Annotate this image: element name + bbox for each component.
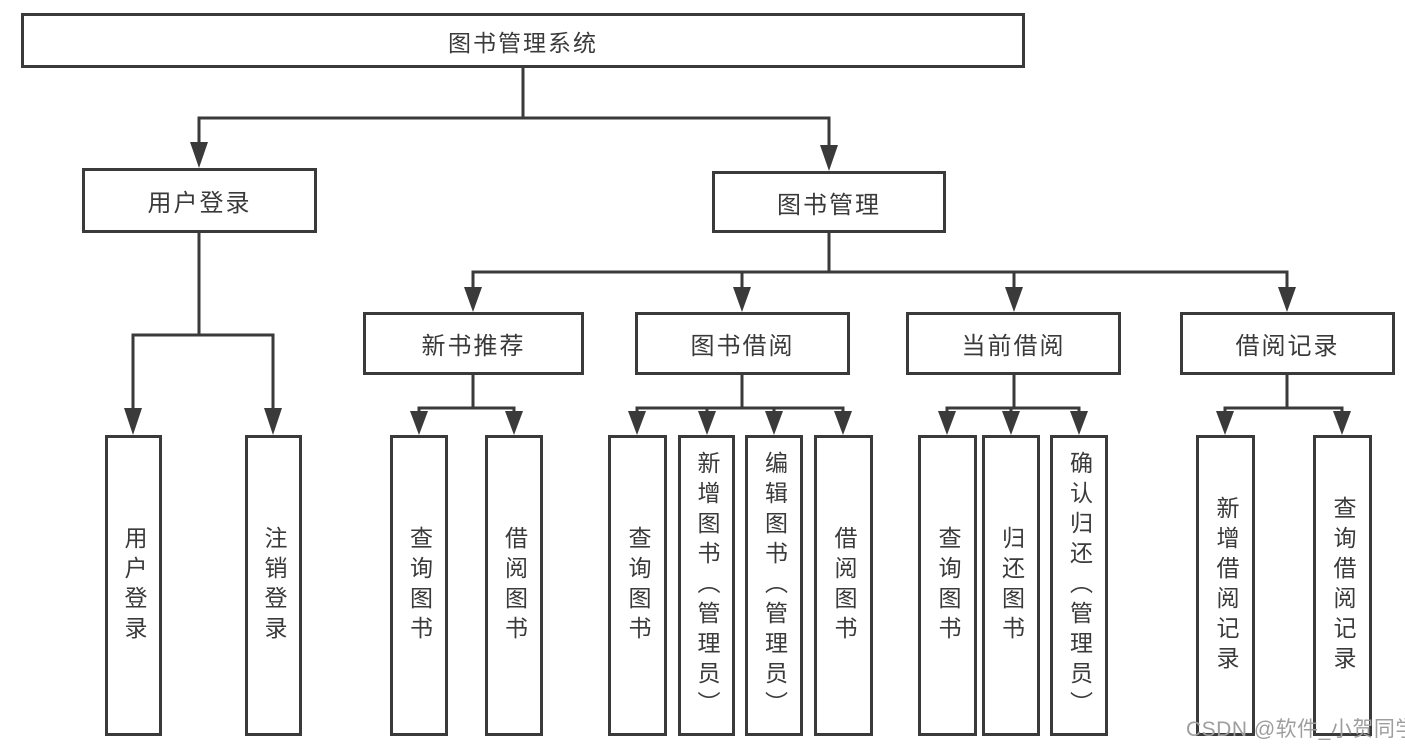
connector-book-borrow <box>635 373 845 416</box>
csdn-watermark: CSDN @软件_小贺同学 <box>1186 718 1405 741</box>
node-leaf-nb-query-books: 查询图书 <box>390 435 448 736</box>
arrowheads <box>124 142 1351 435</box>
connector-borrow-record <box>1223 373 1344 416</box>
connector-new-book <box>417 373 516 416</box>
node-new-book-recommend: 新书推荐 <box>363 312 584 375</box>
node-leaf-br-add-record: 新增借阅记录 <box>1196 435 1255 736</box>
node-leaf-user-login: 用户登录 <box>105 435 162 736</box>
node-leaf-br-query-record: 查询借阅记录 <box>1313 435 1372 736</box>
node-leaf-cb-confirm-return-admin: 确认归还（管理员） <box>1050 435 1108 736</box>
node-leaf-bb-add-books-admin: 新增图书（管理员） <box>678 435 735 736</box>
node-leaf-bb-borrow-books: 借阅图书 <box>814 435 873 736</box>
connector-current-borrow <box>945 373 1081 416</box>
node-leaf-bb-edit-books-admin: 编辑图书（管理员） <box>745 435 803 736</box>
connector-user-login <box>131 231 275 412</box>
node-leaf-cb-query-books: 查询图书 <box>918 435 977 736</box>
connector-book-mgmt <box>471 231 1289 292</box>
node-leaf-logout: 注销登录 <box>245 435 302 736</box>
node-leaf-bb-query-books: 查询图书 <box>608 435 667 736</box>
node-borrow-records: 借阅记录 <box>1180 312 1395 375</box>
node-leaf-cb-return-books: 归还图书 <box>982 435 1040 736</box>
node-leaf-nb-borrow-books: 借阅图书 <box>485 435 543 736</box>
connector-root <box>197 66 831 150</box>
node-book-borrow: 图书借阅 <box>635 312 850 375</box>
node-book-management: 图书管理 <box>712 171 946 233</box>
node-current-borrow: 当前借阅 <box>906 312 1121 375</box>
node-user-login: 用户登录 <box>82 168 317 233</box>
node-root-system: 图书管理系统 <box>21 13 1025 68</box>
